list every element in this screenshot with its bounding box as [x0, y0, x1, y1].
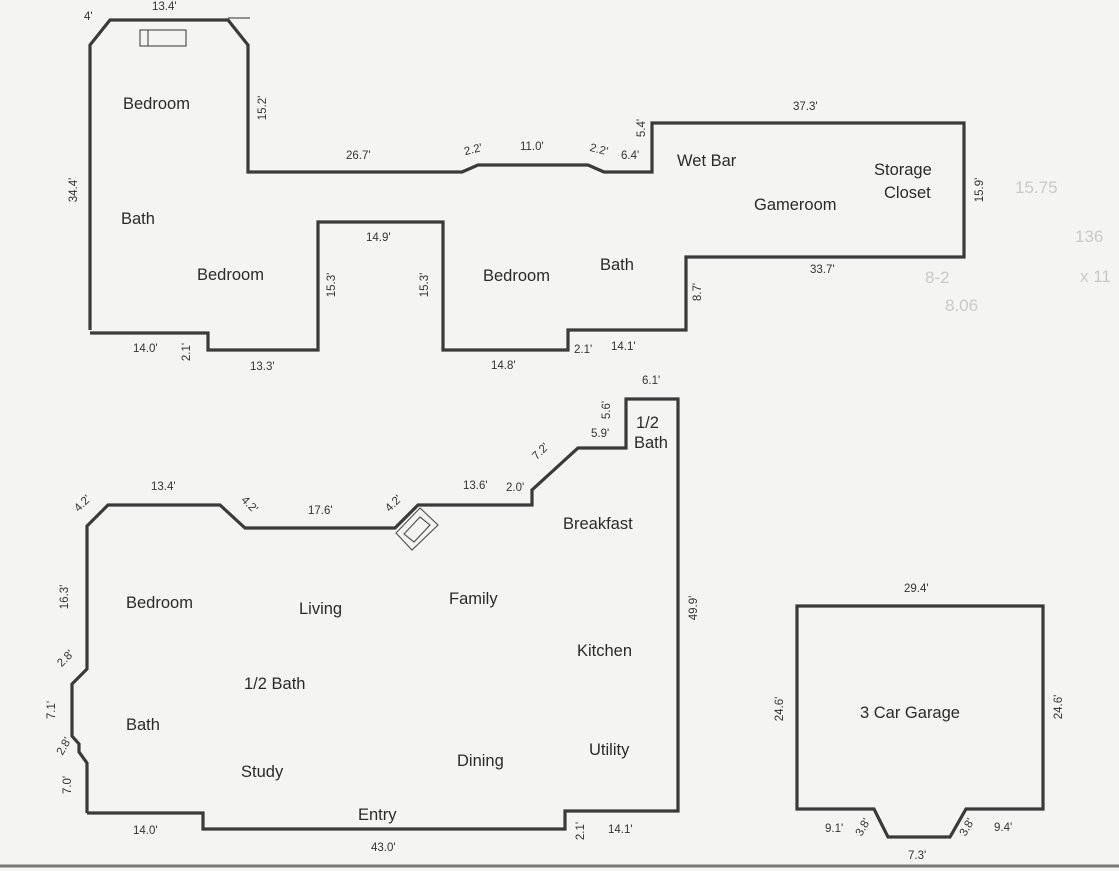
- room-bedroom-upper-sw: Bedroom: [197, 266, 264, 284]
- room-study: Study: [241, 763, 284, 781]
- dim-upper-hall-b: 2.2': [463, 142, 484, 158]
- dim-upper-step-up: 5.4': [636, 119, 648, 137]
- dim-upper-bottom-f: 14.1': [611, 341, 636, 353]
- room-half-bath-top-line2: Bath: [634, 434, 668, 452]
- dim-main-bottom-c: 2.1': [575, 822, 587, 840]
- room-bedroom-upper-nw: Bedroom: [123, 95, 190, 113]
- dim-upper-bottom-a: 14.0': [133, 343, 158, 355]
- dim-main-step-c: 6.1': [642, 375, 660, 387]
- room-utility: Utility: [589, 741, 630, 759]
- dim-upper-top-b: 13.4': [152, 1, 177, 13]
- dim-garage-right: 24.6': [1053, 695, 1065, 720]
- room-bath-upper-w: Bath: [121, 210, 155, 228]
- room-bath-main: Bath: [126, 716, 160, 734]
- dim-upper-bottom-d: 14.8': [491, 360, 516, 372]
- room-half-bath: 1/2 Bath: [244, 675, 305, 693]
- dim-upper-notch-top: 14.9': [366, 232, 391, 244]
- main-floor-outline: [70, 397, 680, 831]
- room-breakfast: Breakfast: [563, 515, 633, 533]
- dim-upper-hall-a: 26.7': [346, 150, 371, 162]
- margin-note-1: 15.75: [1015, 178, 1058, 197]
- upper-floor: Bedroom Bath Bedroom Bedroom Bath Wet Ba…: [68, 1, 986, 373]
- dim-main-top-d: 4.2': [383, 493, 404, 514]
- dim-main-top-f: 2.0': [506, 482, 524, 494]
- room-family: Family: [449, 590, 498, 608]
- dim-main-left-d: 2.8': [55, 736, 74, 758]
- margin-notes: 15.75 136 x 11 8-2 8.06: [925, 178, 1111, 315]
- fireplace-inner: [403, 516, 431, 543]
- room-entry: Entry: [358, 806, 397, 824]
- dim-main-right: 49.9': [688, 596, 700, 621]
- garage-label: 3 Car Garage: [860, 704, 960, 722]
- dim-main-top-c: 17.6': [308, 505, 333, 517]
- room-dining: Dining: [457, 752, 504, 770]
- dim-main-step-a: 5.9': [591, 428, 609, 440]
- room-bedroom-upper-mid: Bedroom: [483, 267, 550, 285]
- dim-upper-bottom-c: 13.3': [250, 361, 275, 373]
- dim-main-left-b: 2.8': [55, 648, 76, 669]
- dim-garage-bottom-e: 9.4': [994, 822, 1012, 834]
- dim-upper-hall-d: 2.2': [588, 142, 609, 158]
- dim-upper-riser: 8.7': [692, 283, 704, 301]
- dim-garage-bottom-a: 9.1': [825, 823, 843, 835]
- dim-main-diag: 7.2': [530, 441, 551, 462]
- dim-garage-top: 29.4': [904, 583, 929, 595]
- dim-main-left-a: 16.3': [59, 585, 71, 610]
- room-living: Living: [299, 600, 342, 618]
- dim-upper-bottom-b: 2.1': [181, 343, 193, 361]
- dim-upper-hall-e: 6.4': [621, 150, 639, 162]
- dim-upper-top-a: 4': [84, 11, 93, 23]
- upper-floor-outline: [88, 18, 966, 352]
- dim-upper-left: 34.4': [68, 178, 80, 203]
- room-wet-bar: Wet Bar: [677, 152, 737, 170]
- margin-note-4: 8-2: [925, 268, 950, 287]
- dim-main-top-b: 4.2': [238, 494, 259, 515]
- room-gameroom: Gameroom: [754, 196, 837, 214]
- fireplace-symbol: [395, 507, 439, 551]
- dim-garage-bottom-b: 3.8': [854, 817, 873, 839]
- dim-upper-right-drop: 15.2': [257, 96, 269, 121]
- margin-note-2: 136: [1075, 227, 1103, 246]
- margin-note-5: 8.06: [945, 296, 978, 315]
- dim-main-bottom-b: 43.0': [371, 842, 396, 854]
- main-floor: 1/2 Bath Breakfast Bedroom Living Family…: [46, 375, 700, 854]
- room-storage-closet-line1: Storage: [874, 161, 932, 179]
- dim-upper-hall-c: 11.0': [520, 141, 544, 153]
- stair-symbol: [139, 29, 187, 47]
- garage: 3 Car Garage 29.4' 24.6' 24.6' 9.1' 3.8'…: [774, 583, 1065, 862]
- garage-outline: [795, 604, 1045, 839]
- dim-main-left-c: 7.1': [46, 701, 58, 719]
- dim-garage-left: 24.6': [774, 697, 786, 722]
- dim-upper-notch-right: 15.3': [419, 273, 431, 298]
- dim-upper-bottom-right: 33.7': [810, 264, 835, 276]
- room-storage-closet-line2: Closet: [884, 184, 931, 202]
- room-bath-upper-mid: Bath: [600, 256, 634, 274]
- dim-main-top-e: 13.6': [463, 480, 488, 492]
- dim-upper-bottom-e: 2.1': [574, 344, 592, 356]
- dim-main-top-a: 13.4': [151, 481, 176, 493]
- dim-main-nw-corner: 4.2': [72, 493, 93, 514]
- room-bedroom-main: Bedroom: [126, 594, 193, 612]
- dim-garage-bottom-c: 7.3': [908, 850, 926, 862]
- dim-main-bottom-a: 14.0': [133, 825, 158, 837]
- dim-main-bottom-d: 14.1': [608, 824, 633, 836]
- margin-note-3: x 11: [1080, 267, 1111, 286]
- dim-main-step-b: 5.6': [601, 401, 613, 419]
- dim-main-left-e: 7.0': [62, 776, 74, 794]
- room-half-bath-top-line1: 1/2: [636, 414, 659, 432]
- dim-upper-notch-left: 15.3': [326, 273, 338, 298]
- room-kitchen: Kitchen: [577, 642, 632, 660]
- dim-upper-top-right: 37.3': [793, 101, 818, 113]
- dim-upper-right: 15.9': [974, 178, 986, 203]
